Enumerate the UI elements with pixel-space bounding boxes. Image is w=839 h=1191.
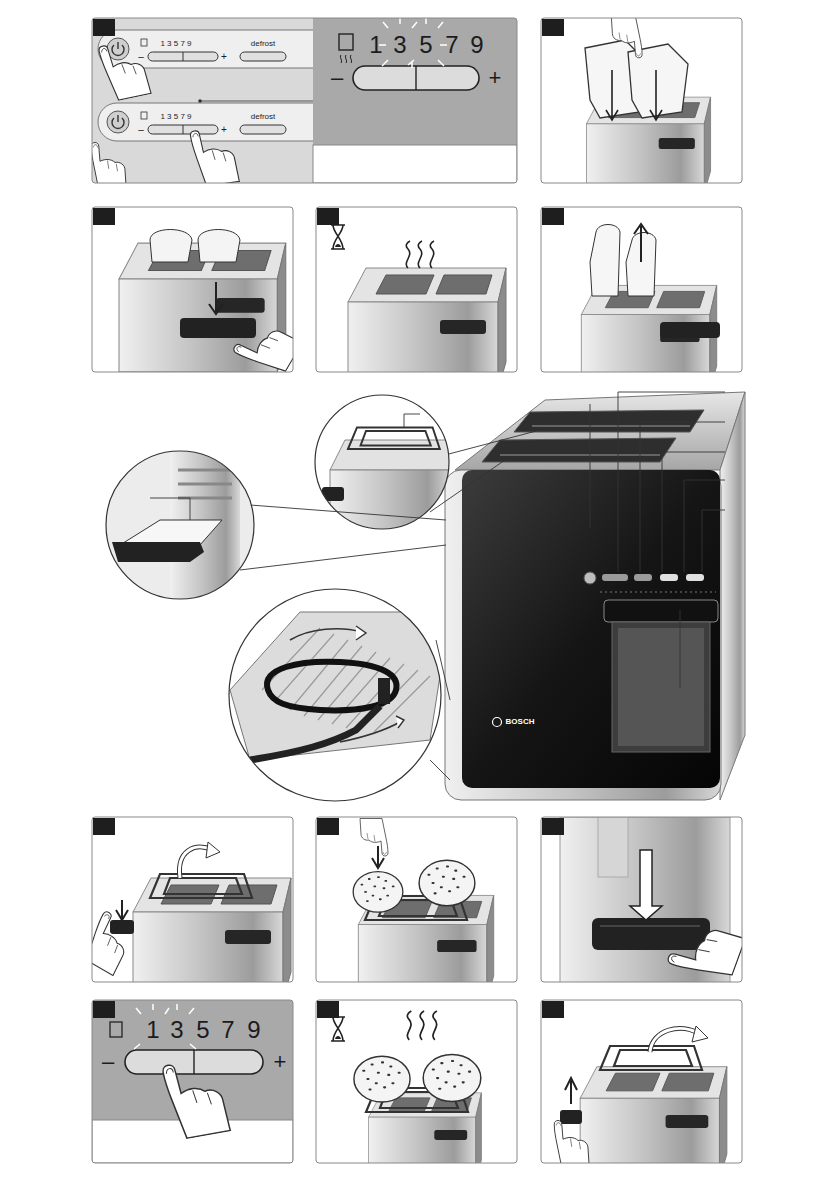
scale-digit: 5	[419, 33, 432, 57]
step-panel	[92, 207, 302, 379]
plus-sign: +	[221, 52, 227, 62]
button-label: defrost	[251, 40, 275, 48]
scale-digit: 7	[445, 33, 458, 57]
plus-sign: +	[221, 125, 227, 135]
plus-sign: +	[489, 67, 502, 89]
brand-logo: BOSCH	[506, 718, 535, 726]
scale-digit: 1	[146, 1018, 159, 1042]
button-label: defrost	[251, 113, 275, 121]
step-panel	[92, 1000, 293, 1163]
detail-circle	[228, 588, 450, 802]
scale-digit: 5	[196, 1018, 209, 1042]
scale-digit: 3	[170, 1018, 183, 1042]
scale-digit: 3	[393, 33, 406, 57]
step-panel	[541, 207, 742, 390]
step-panel	[79, 817, 293, 1000]
step-panel	[316, 1000, 517, 1180]
scale-numbers: 1 3 5 7 9	[160, 113, 191, 121]
step-panel	[316, 817, 517, 1000]
minus-sign: –	[102, 1051, 114, 1073]
step-panel	[541, 817, 745, 987]
detail-circle	[310, 390, 540, 550]
step-panel	[541, 17, 742, 193]
scale-numbers: 1 3 5 7 9	[160, 40, 191, 48]
toaster-body	[445, 392, 745, 800]
scale-digit: 9	[247, 1018, 260, 1042]
scale-digit: 1	[369, 33, 382, 57]
scale-digit: 9	[470, 33, 483, 57]
minus-sign: –	[138, 125, 144, 135]
minus-sign: –	[138, 52, 144, 62]
step-panel	[316, 207, 517, 390]
plus-sign: +	[274, 1051, 287, 1073]
step-panel	[91, 18, 517, 189]
minus-sign: –	[331, 67, 343, 89]
step-panel	[541, 1000, 742, 1180]
scale-digit: 7	[221, 1018, 234, 1042]
detail-circle	[100, 450, 446, 602]
